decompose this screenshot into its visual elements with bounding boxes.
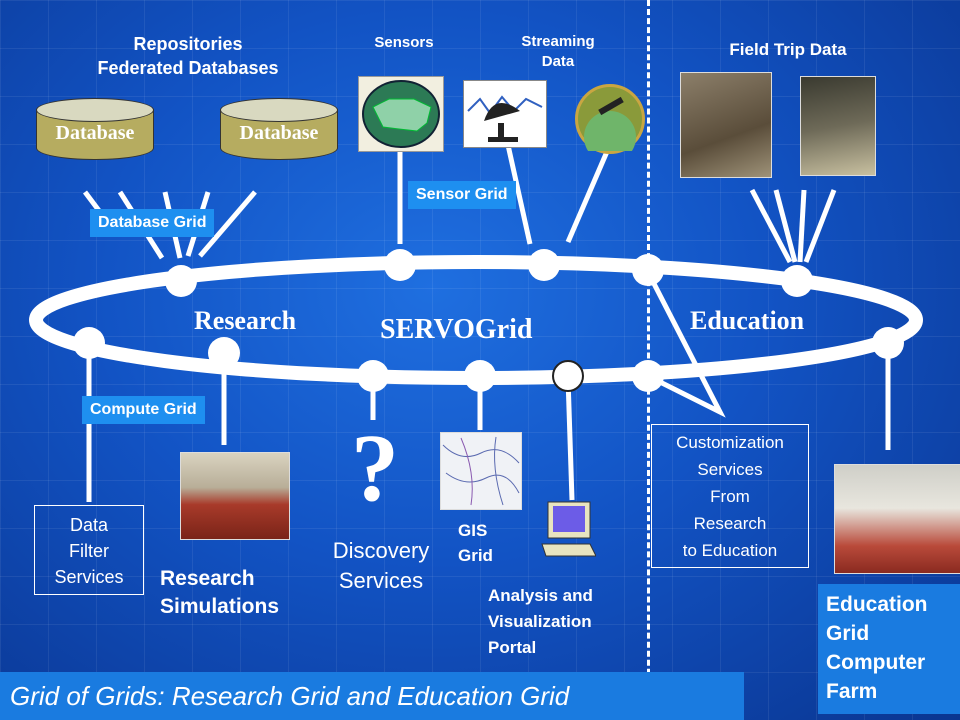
database-icon-1: Database <box>36 98 154 170</box>
discovery-line-2: Services <box>338 568 424 593</box>
sensors-label: Sensors <box>374 34 434 51</box>
sensor-grid-tag: Sensor Grid <box>408 181 516 209</box>
analysis-line-3: Portal <box>488 638 537 657</box>
servogrid-label: SERVOGrid <box>380 314 533 345</box>
data-filter-line-1: Data <box>69 515 109 535</box>
research-sim-line-1: Research <box>160 567 255 590</box>
divider-line <box>647 0 650 720</box>
customization-line-3: From <box>710 487 750 506</box>
gis-line-1: GIS <box>458 521 488 540</box>
database-grid-tag: Database Grid <box>90 209 215 237</box>
edu-farm-line-4: Farm <box>826 680 878 703</box>
satellite-icon <box>575 84 645 163</box>
data-filter-line-2: Filter <box>69 541 109 561</box>
discovery-line-1: Discovery <box>332 538 430 563</box>
edu-farm-line-2: Grid <box>826 622 870 645</box>
analysis-portal-label: Analysis and Visualization Portal <box>488 583 593 661</box>
federated-label: Federated Databases <box>97 58 279 78</box>
repositories-title: Repositories Federated Databases <box>60 32 316 80</box>
research-label: Research <box>194 306 297 335</box>
repositories-label: Repositories <box>133 34 243 54</box>
analysis-line-1: Analysis and <box>488 586 593 605</box>
customization-line-5: to Education <box>682 541 778 560</box>
portal-node <box>552 360 584 392</box>
ring-nodes <box>73 249 904 392</box>
database-label-1: Database <box>55 122 135 144</box>
edu-farm-line-1: Education <box>826 593 928 616</box>
streaming-title: Streaming Data <box>500 32 616 72</box>
compute-grid-tag: Compute Grid <box>82 396 205 424</box>
gis-line-2: Grid <box>458 546 493 565</box>
customization-line-1: Customization <box>676 433 784 452</box>
discovery-services-label: Discovery Services <box>316 536 446 596</box>
education-farm-box: Education Grid Computer Farm <box>818 584 960 714</box>
satellite-dish-icon <box>463 80 547 148</box>
field-trip-photo-1 <box>680 72 772 178</box>
customization-box: Customization Services From Research to … <box>651 424 809 568</box>
customization-line-4: Research <box>693 514 767 533</box>
field-trip-photo-2 <box>800 76 876 176</box>
edu-farm-line-3: Computer <box>826 651 926 674</box>
computer-lab-photo <box>834 464 960 574</box>
streaming-data-label: Data <box>541 53 575 70</box>
database-icon-2: Database <box>220 98 338 170</box>
research-sim-line-2: Simulations <box>160 595 280 618</box>
connector-lines <box>83 139 891 502</box>
data-filter-line-3: Services <box>54 567 124 587</box>
question-mark: ? <box>351 414 399 521</box>
education-label: Education <box>690 306 805 335</box>
footer-caption: Grid of Grids: Research Grid and Educati… <box>0 672 744 720</box>
analysis-line-2: Visualization <box>488 612 592 631</box>
research-simulation-photo <box>180 452 290 540</box>
streaming-label: Streaming <box>521 33 595 50</box>
gis-grid-label: GIS Grid <box>458 518 493 568</box>
field-trip-label: Field Trip Data <box>729 40 847 59</box>
usa-map-icon <box>358 76 444 152</box>
data-filter-box: Data Filter Services <box>34 505 144 595</box>
research-simulations-label: Research Simulations <box>160 565 279 621</box>
gis-map-image <box>440 432 522 510</box>
computer-icon <box>540 500 597 560</box>
database-label-2: Database <box>239 122 319 144</box>
customization-line-2: Services <box>697 460 763 479</box>
